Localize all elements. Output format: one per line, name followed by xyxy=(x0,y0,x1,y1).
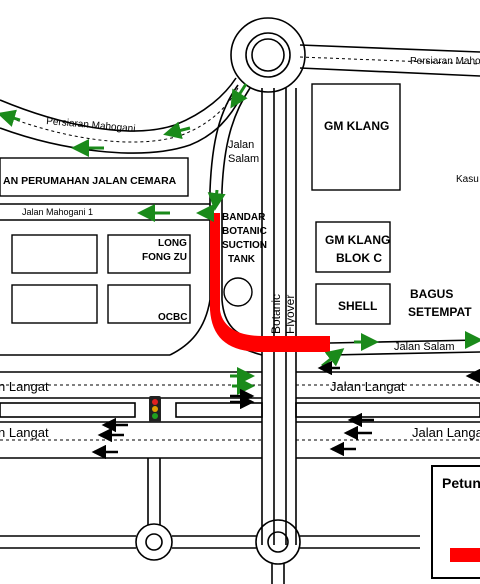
building-gm-klang xyxy=(311,83,401,191)
bottom-roundabout xyxy=(255,519,301,565)
building-label-perumahan: AN PERUMAHAN JALAN CEMARA xyxy=(3,175,177,187)
road-closure-segment xyxy=(210,213,330,352)
road-label-botanic: Botanic xyxy=(269,294,283,334)
building-label-long-fong-2: FONG ZU xyxy=(142,252,187,263)
suction-tank xyxy=(223,277,253,307)
detour-arrow-salam-2 xyxy=(207,189,226,211)
building-label-bandar-2: BOTANIC xyxy=(222,226,267,237)
road-label-jalan-mahogani-1: Jalan Mahogani 1 xyxy=(22,207,93,217)
road-network xyxy=(0,17,480,584)
road-label-kasu: Kasu xyxy=(456,174,479,185)
building-long-fong xyxy=(107,234,191,274)
road-label-jalan-langat-upper-right: Jalan Langat xyxy=(330,379,405,394)
road-label-persiaran-mahogani-top: Persiaran Mahogani xyxy=(410,56,480,67)
building-perumahan xyxy=(0,157,189,197)
legend xyxy=(431,465,480,579)
building-label-gm-klang-blok-c-1: GM KLANG xyxy=(325,233,390,247)
building-label-ocbc: OCBC xyxy=(158,312,187,323)
building-label-bandar-1: BANDAR xyxy=(222,212,266,223)
bottom-left-roundabout xyxy=(135,523,173,561)
building-label-bagus-1: BAGUS xyxy=(410,287,453,301)
legend-title: Petun xyxy=(442,475,480,491)
detour-arrow-mahogani-3 xyxy=(0,109,21,127)
road-label-jalan-langat-lower-left: n Langat xyxy=(0,425,49,440)
detour-arrow-salam-right-1 xyxy=(321,348,345,368)
building-label-bandar-4: TANK xyxy=(228,254,256,265)
road-label-jalan-salam-1: Jalan xyxy=(228,139,254,151)
road-label-jalan-salam-right: Jalan Salam xyxy=(394,341,455,353)
building-lot-2 xyxy=(11,284,98,324)
building-label-gm-klang-blok-c-2: BLOK C xyxy=(336,251,382,265)
road-label-persiaran-mahogani-left: Persiaran Mahogani xyxy=(46,116,136,135)
legend-red-bar xyxy=(450,548,480,562)
building-label-shell: SHELL xyxy=(338,299,377,313)
road-label-flyover: Flyover xyxy=(283,295,297,334)
detour-arrow-mahogani-1 xyxy=(163,121,191,140)
building-ocbc xyxy=(107,284,191,324)
traffic-arrows xyxy=(91,360,480,502)
road-label-jalan-salam-2: Salam xyxy=(228,153,259,165)
building-label-bagus-2: SETEMPAT xyxy=(408,305,472,319)
building-shell xyxy=(315,283,391,325)
building-label-long-fong-1: LONG xyxy=(158,238,187,249)
building-label-gm-klang: GM KLANG xyxy=(324,119,389,133)
building-gm-klang-blok-c xyxy=(315,221,391,273)
road-label-jalan-langat-upper-left: n Langat xyxy=(0,379,49,394)
traffic-light-icon xyxy=(149,396,161,422)
road-label-jalan-langat-lower-right: Jalan Langat xyxy=(412,425,480,440)
building-lot-1 xyxy=(11,234,98,274)
detour-arrow-salam-1 xyxy=(230,83,248,109)
building-label-bandar-3: SUCTION xyxy=(222,240,267,251)
top-roundabout xyxy=(230,17,306,93)
